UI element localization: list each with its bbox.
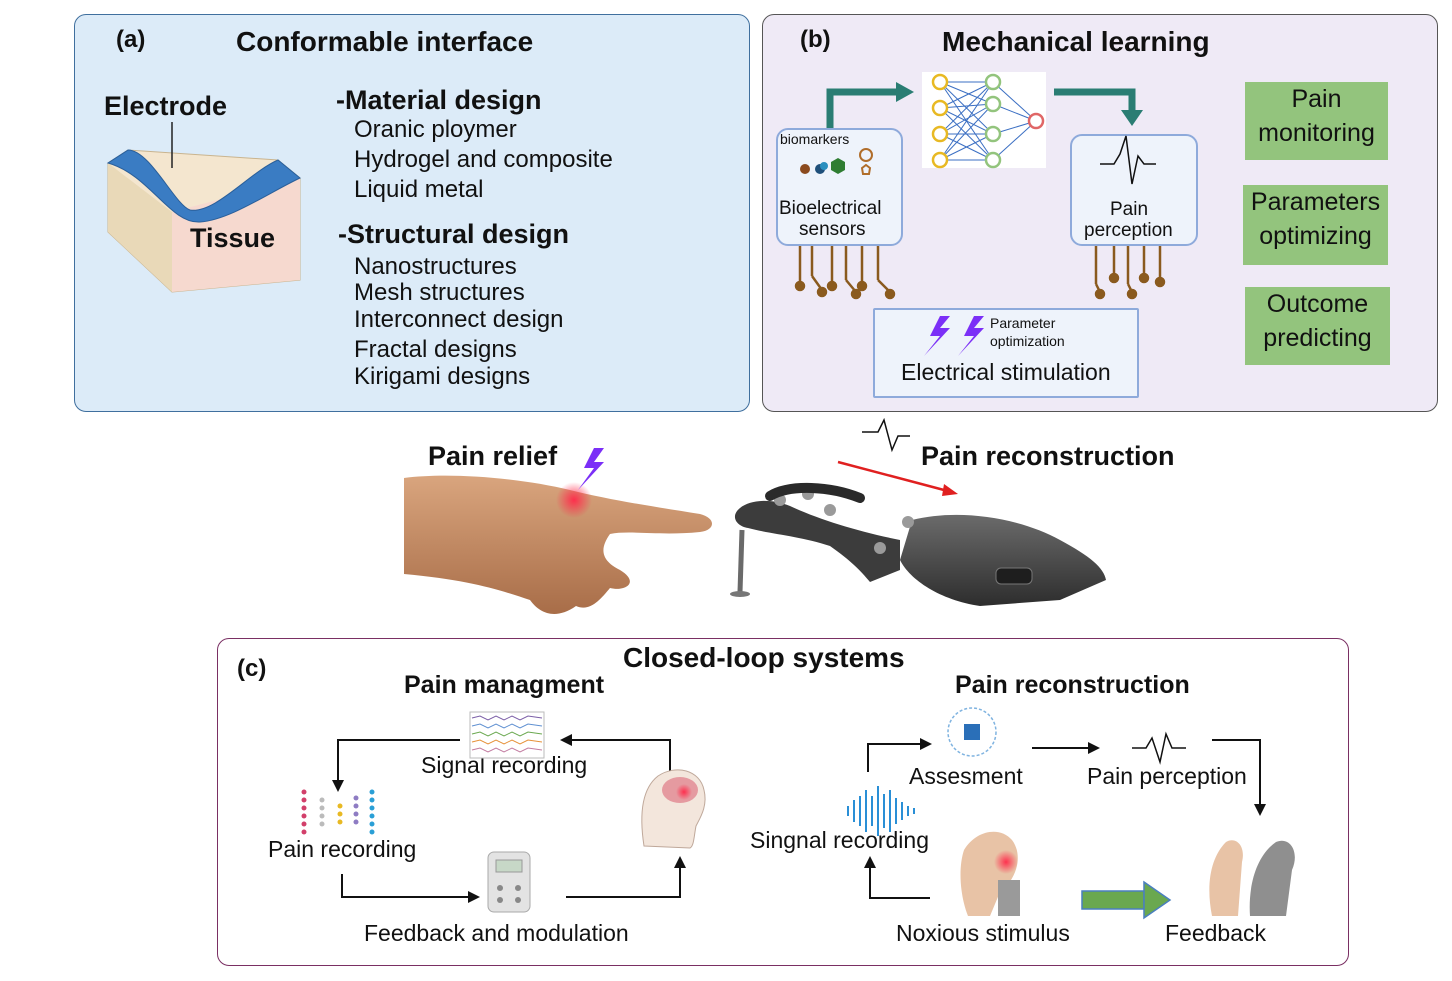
- arrow-to-feedback-right: [1212, 739, 1261, 806]
- biomarkers-label: biomarkers: [780, 131, 850, 147]
- signal-squiggle-icon: [862, 417, 910, 453]
- outcome-line1: Outcome: [1266, 290, 1369, 318]
- assessment-label: Assesment: [909, 763, 1023, 789]
- panel-closed-loop-systems: [217, 638, 1349, 966]
- outcome-line1: Parameters: [1250, 188, 1381, 216]
- bioelectrical-sensors-box: [776, 128, 903, 246]
- arrow-to-feedback: [341, 874, 470, 898]
- pain-spot-icon: [556, 482, 592, 518]
- outcome-parameters-optimizing: Parameters optimizing: [1243, 185, 1388, 265]
- structural-design-heading: -Structural design: [338, 219, 570, 249]
- biomarker-dot-icon: [800, 164, 810, 174]
- structural-item: Nanostructures: [354, 253, 517, 280]
- parameter-optimization-line1: Parameter: [990, 315, 1056, 331]
- panel-a-title: Conformable interface: [236, 26, 534, 57]
- panel-c-label: (c): [237, 655, 267, 682]
- arrow-to-pain-recording: [337, 739, 460, 782]
- teal-arrow-down: [1054, 88, 1136, 112]
- panel-a-label: (a): [116, 26, 146, 53]
- pain-signal-icon: [1100, 135, 1156, 185]
- pain-perception-box: [1070, 134, 1198, 246]
- perception-label-line1: Pain: [1110, 199, 1149, 220]
- pain-recording-dots-icon: [301, 789, 375, 835]
- outcome-outcome-predicting: Outcome predicting: [1245, 287, 1390, 365]
- electrical-stimulation-label: Electrical stimulation: [901, 359, 1111, 385]
- pain-recording-label: Pain recording: [268, 836, 417, 862]
- feedback-modulation-label: Feedback and modulation: [364, 920, 629, 946]
- teal-arrow-up-right: [826, 88, 898, 128]
- feedback-label: Feedback: [1165, 920, 1267, 946]
- lightning-bolt-icon: [578, 448, 604, 490]
- pain-perception-signal-icon: [1132, 731, 1186, 765]
- material-item: Liquid metal: [354, 176, 484, 203]
- green-arrow: [1081, 890, 1145, 910]
- structural-item: Mesh structures: [354, 279, 525, 306]
- red-arrow: [837, 460, 945, 492]
- biomarker-pentagon-icon: [860, 163, 872, 175]
- outcome-line2: monitoring: [1258, 119, 1375, 147]
- biomarker-ring-icon: [859, 148, 873, 162]
- nail-icon: [737, 529, 745, 593]
- lightning-bolt-icon: [924, 316, 950, 356]
- arrow-to-assessment: [867, 743, 922, 772]
- electrode-label: Electrode: [104, 91, 228, 121]
- biomarker-hexagon-icon: [831, 158, 845, 174]
- outcome-line1: Pain: [1291, 85, 1342, 113]
- structural-item: Kirigami designs: [354, 363, 531, 390]
- parameter-optimization-line2: optimization: [990, 333, 1065, 349]
- robotic-arm-icon: [900, 514, 1106, 606]
- sensors-label-line1: Bioelectrical: [779, 198, 882, 219]
- arrow-to-signal-recording-right: [869, 866, 930, 899]
- panel-b-title: Mechanical learning: [942, 26, 1210, 57]
- structural-item: Fractal designs: [354, 336, 517, 363]
- material-item: Oranic ploymer: [354, 116, 517, 143]
- singnal-recording-label: Singnal recording: [750, 827, 930, 853]
- panel-c-title: Closed-loop systems: [623, 642, 905, 673]
- pain-relief-label: Pain relief: [428, 441, 558, 471]
- pain-reconstruction-label: Pain reconstruction: [921, 441, 1175, 471]
- brain-chip-icon: [947, 707, 997, 757]
- noxious-stimulus-label: Noxious stimulus: [896, 920, 1070, 946]
- electrical-stimulation-box: [873, 308, 1139, 398]
- pain-perception-label: Pain perception: [1087, 763, 1247, 789]
- material-design-heading: -Material design: [336, 85, 542, 115]
- feedback-hands-icon: [1209, 840, 1243, 916]
- pain-reconstruction-heading: Pain reconstruction: [955, 671, 1190, 699]
- biomarker-dot-icon: [820, 162, 828, 170]
- material-item: Hydrogel and composite: [354, 146, 613, 173]
- human-hand-icon: [404, 475, 712, 614]
- robotic-finger-icon: [734, 500, 900, 582]
- pain-management-heading: Pain managment: [404, 671, 605, 699]
- panel-b-label: (b): [800, 26, 831, 53]
- outcome-line2: predicting: [1263, 324, 1372, 352]
- lightning-bolt-icon: [958, 316, 984, 356]
- outcome-pain-monitoring: Pain monitoring: [1245, 82, 1388, 160]
- arrow-to-brain: [566, 866, 681, 898]
- outcome-line2: optimizing: [1259, 222, 1372, 250]
- perception-label-line2: perception: [1084, 220, 1173, 241]
- tissue-label: Tissue: [190, 223, 276, 253]
- structural-item: Interconnect design: [354, 306, 564, 333]
- blue-waveform-icon: [847, 786, 915, 836]
- sensors-label-line2: sensors: [799, 219, 866, 240]
- arrow-to-signal-recording: [570, 739, 671, 780]
